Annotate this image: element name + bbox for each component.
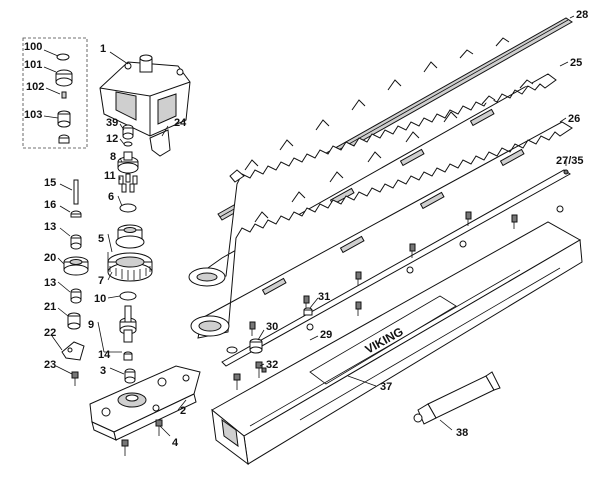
pin-102 <box>61 91 67 99</box>
label-21: 21 <box>44 301 56 313</box>
label-15: 15 <box>44 177 56 189</box>
label-25: 25 <box>570 57 582 69</box>
label-30: 30 <box>266 321 278 333</box>
label-24: 24 <box>174 117 187 129</box>
label-20: 20 <box>44 252 56 264</box>
retaining-ring-100 <box>56 53 70 61</box>
part-labels: 100 101 102 103 1 39 12 8 24 11 6 15 16 … <box>24 9 588 449</box>
label-28: 28 <box>576 9 588 21</box>
grease-tube-38 <box>413 371 501 425</box>
label-11: 11 <box>104 170 116 182</box>
label-37: 37 <box>380 381 392 393</box>
gearbox-cover-2 <box>89 365 201 441</box>
label-26: 26 <box>568 113 580 125</box>
label-100: 100 <box>24 41 42 53</box>
label-29: 29 <box>320 329 332 341</box>
blade-guard-37: VIKING <box>211 221 583 466</box>
label-10: 10 <box>94 293 106 305</box>
label-14: 14 <box>98 349 111 361</box>
bushing-13-lower <box>70 288 82 304</box>
label-13-upper: 13 <box>44 221 56 233</box>
bushing-14 <box>123 351 133 361</box>
screws-32 <box>233 361 267 390</box>
label-102: 102 <box>26 81 44 93</box>
label-2: 2 <box>180 405 186 417</box>
leader-lines <box>43 15 575 437</box>
label-101: 101 <box>24 59 42 71</box>
gear-20 <box>63 256 89 276</box>
bushing-39 <box>122 124 134 140</box>
label-13-lower: 13 <box>44 277 56 289</box>
screws-4 <box>121 419 163 456</box>
spacer-31 <box>303 307 313 316</box>
washer-left <box>226 346 238 354</box>
label-22: 22 <box>44 327 56 339</box>
label-3: 3 <box>100 365 106 377</box>
label-27-35: 27/35 <box>556 155 584 167</box>
label-31: 31 <box>318 291 330 303</box>
bearing-101 <box>55 69 73 87</box>
washer-6 <box>119 203 137 213</box>
small-parts-group-frame <box>22 37 88 149</box>
rail-screws <box>249 205 564 336</box>
label-7: 7 <box>98 275 104 287</box>
gear-5 <box>115 224 145 249</box>
gear-7 <box>107 252 153 282</box>
label-5: 5 <box>98 233 104 245</box>
label-1: 1 <box>100 43 106 55</box>
label-39: 39 <box>106 117 118 129</box>
bushing-21 <box>67 312 81 330</box>
gear-103 <box>57 110 71 144</box>
pin-15 <box>73 179 79 205</box>
label-16: 16 <box>44 199 56 211</box>
screw-23 <box>71 371 79 386</box>
label-4: 4 <box>172 437 179 449</box>
rollers-11 <box>118 173 138 193</box>
rail-27-35 <box>221 169 571 367</box>
label-12: 12 <box>106 133 118 145</box>
blade-26 <box>190 79 573 339</box>
bushing-3 <box>124 368 136 384</box>
label-6: 6 <box>108 191 114 203</box>
label-32: 32 <box>266 359 278 371</box>
eccentric-8 <box>117 151 139 174</box>
label-9: 9 <box>88 319 94 331</box>
bracket-22 <box>61 341 85 361</box>
label-103: 103 <box>24 109 42 121</box>
nut-16 <box>70 210 82 218</box>
ring-10 <box>119 291 137 301</box>
gear-housing-1 <box>99 54 191 137</box>
label-23: 23 <box>44 359 56 371</box>
shaft-9 <box>119 305 137 343</box>
label-8: 8 <box>110 151 116 163</box>
bushing-13-upper <box>70 234 82 250</box>
ring-12 <box>123 141 133 147</box>
spacer-30 <box>249 338 263 354</box>
label-38: 38 <box>456 427 468 439</box>
